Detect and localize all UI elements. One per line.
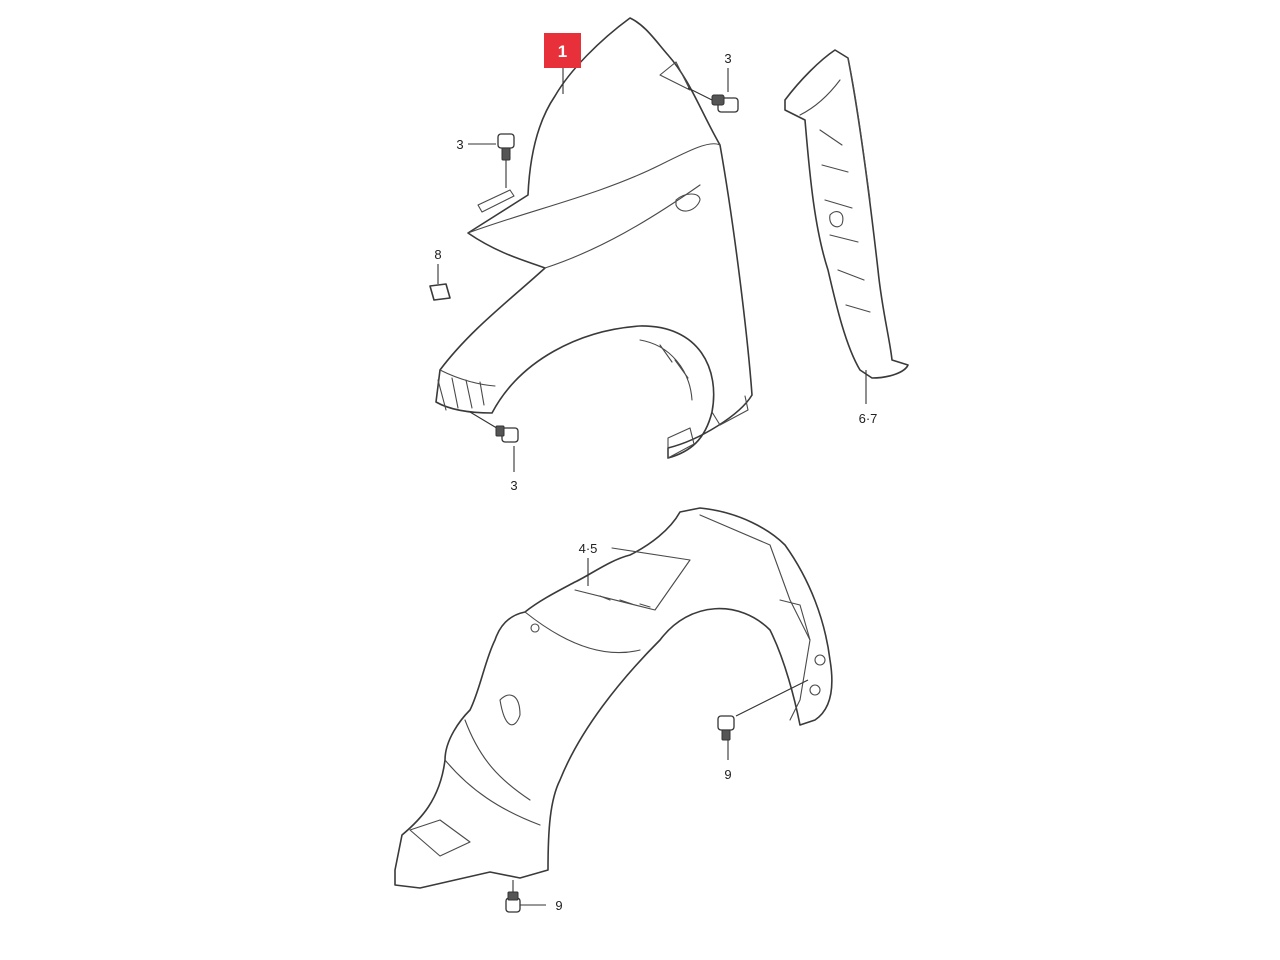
callout-label-bolt-left: 3 — [456, 137, 463, 152]
callout-label-fender-seal: 6·7 — [859, 411, 878, 426]
callout-label-bolt-top: 3 — [724, 51, 731, 66]
callout-fender-badge[interactable]: 1 — [544, 33, 581, 68]
callout-label-mud-guard-cap: 8 — [434, 247, 441, 262]
mud-guard-cap[interactable] — [429, 283, 451, 301]
clip-liner-bottom[interactable] — [505, 880, 546, 913]
clip-liner-right[interactable] — [717, 679, 809, 760]
callout-label-clip-bottom: 9 — [555, 898, 562, 913]
callout-label-fender: 1 — [558, 42, 567, 61]
inner-fender-liner[interactable] — [394, 507, 833, 889]
callout-label-inner-liner: 4·5 — [579, 541, 598, 556]
callout-label-clip-right: 9 — [724, 767, 731, 782]
bolt-fender-left[interactable] — [468, 133, 515, 188]
front-fender[interactable] — [435, 17, 753, 459]
bolt-fender-bottom[interactable] — [469, 411, 519, 472]
callout-highlight — [544, 33, 581, 68]
fender-seal[interactable] — [784, 49, 909, 379]
callout-label-bolt-bottom: 3 — [510, 478, 517, 493]
bolt-fender-top[interactable] — [687, 68, 739, 113]
